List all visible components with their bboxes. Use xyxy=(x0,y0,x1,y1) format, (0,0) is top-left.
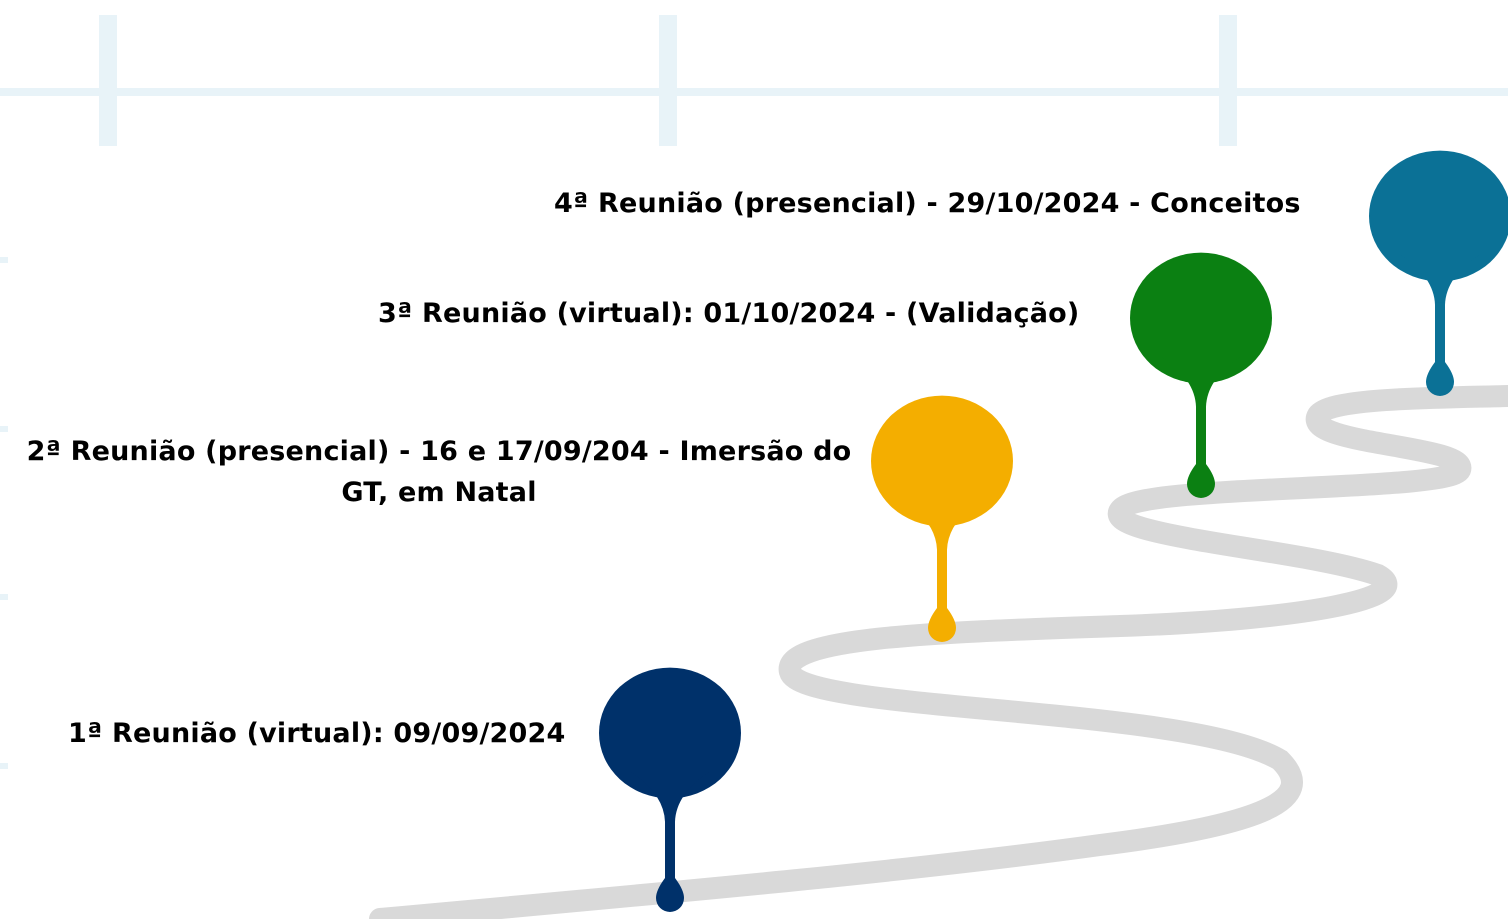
pin-neck xyxy=(1161,357,1241,407)
pin-head xyxy=(871,395,1013,527)
pin-neck xyxy=(902,500,982,550)
grid-line-vertical xyxy=(659,15,677,146)
background-grid xyxy=(0,15,1508,769)
milestone-1-pin-icon xyxy=(599,667,741,912)
milestone-4-pin-icon xyxy=(1369,150,1508,396)
pin-stem xyxy=(665,819,675,892)
pin-tip xyxy=(1187,464,1215,498)
pin-stem xyxy=(1435,302,1445,376)
milestone-3-pin-icon xyxy=(1130,252,1272,498)
pin-tip xyxy=(656,878,684,912)
grid-tick xyxy=(0,763,8,769)
pin-tip xyxy=(928,608,956,642)
grid-line-horizontal xyxy=(0,88,1508,96)
pin-head xyxy=(1130,252,1272,384)
milestone-2-pin-icon xyxy=(871,395,1013,642)
pin-head xyxy=(599,667,741,799)
grid-tick xyxy=(0,257,8,263)
grid-line-vertical xyxy=(99,15,117,146)
milestone-4-label: 4ª Reunião (presencial) - 29/10/2024 - C… xyxy=(554,188,1301,219)
milestone-3-label: 3ª Reunião (virtual): 01/10/2024 - (Vali… xyxy=(378,298,1080,329)
grid-tick xyxy=(0,594,8,600)
pin-head xyxy=(1369,150,1508,282)
winding-road xyxy=(369,385,1508,919)
milestone-2-label: 2ª Reunião (presencial) - 16 e 17/09/204… xyxy=(26,436,852,508)
pin-tip xyxy=(1426,362,1454,396)
grid-line-vertical xyxy=(1219,15,1237,146)
pin-stem xyxy=(937,547,947,622)
pin-stem xyxy=(1196,404,1206,478)
pin-neck xyxy=(630,772,710,822)
milestone-1-label: 1ª Reunião (virtual): 09/09/2024 xyxy=(68,718,566,749)
pin-neck xyxy=(1400,255,1480,305)
grid-tick xyxy=(0,426,8,432)
